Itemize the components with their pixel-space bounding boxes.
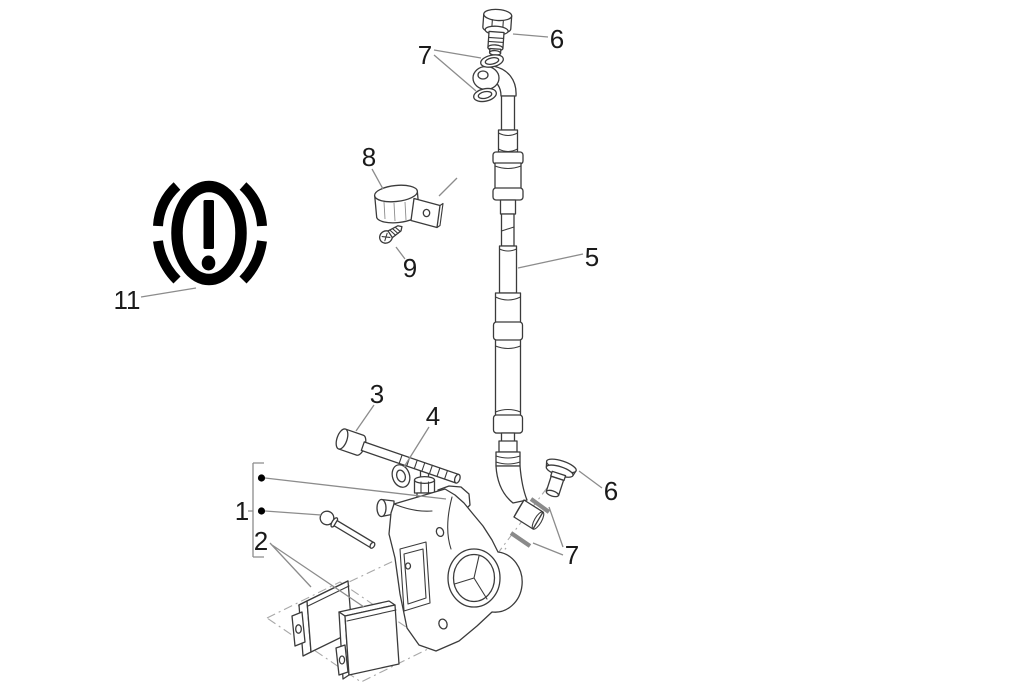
brake-hose: [472, 65, 545, 530]
part-label-9: 9: [403, 253, 417, 283]
sealing-washers-bottom: [509, 497, 551, 548]
callouts: 6 7 8 9 11 5 3 4 1 2 6 7: [114, 24, 618, 608]
part-label-5: 5: [585, 242, 599, 272]
sealing-washers-top: [473, 54, 504, 103]
part-label-2: 2: [254, 526, 268, 556]
caliper-mounting-bolt: [335, 428, 461, 484]
part-label-6-right: 6: [604, 476, 618, 506]
part-label-7-top: 7: [418, 40, 432, 70]
banjo-bolt-top: [482, 8, 513, 56]
pad-pin: [319, 510, 376, 549]
part-label-3: 3: [370, 379, 384, 409]
brake-pad-front: [335, 600, 400, 680]
clamp-screw: [378, 225, 403, 244]
group-bracket-1: [248, 462, 447, 558]
brake-pads: [291, 580, 400, 680]
brake-warning-symbol: [153, 180, 267, 286]
caliper-piston-boss: [447, 548, 501, 608]
brake-caliper: [376, 466, 523, 652]
part-label-4: 4: [426, 401, 440, 431]
washer-4: [391, 464, 411, 488]
exclamation-dot: [201, 255, 216, 271]
hose-clamp: [373, 184, 444, 229]
banjo-bolt-bottom: [545, 458, 577, 498]
part-label-8: 8: [362, 142, 376, 172]
part-label-6-top: 6: [550, 24, 564, 54]
part-label-11: 11: [114, 285, 141, 315]
part-label-1: 1: [235, 496, 249, 526]
part-label-7-bottom: 7: [565, 540, 579, 570]
exclamation-bar: [203, 200, 214, 249]
